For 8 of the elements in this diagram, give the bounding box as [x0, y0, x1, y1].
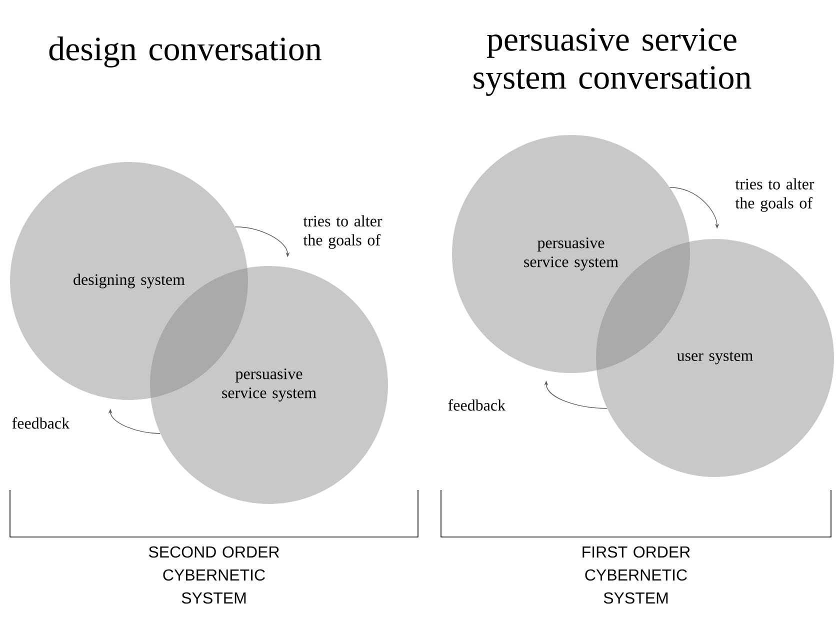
system-label: FIRST ORDER CYBERNETIC SYSTEM: [582, 546, 690, 604]
heading: design conversation: [49, 36, 322, 68]
edge-label: feedback: [448, 399, 506, 411]
system-label: SECOND ORDER CYBERNETIC SYSTEM: [148, 546, 280, 604]
edge-label: tries to alter the goals of: [303, 215, 382, 249]
edge-label: feedback: [12, 417, 70, 429]
edge-label: tries to alter the goals of: [735, 178, 814, 212]
heading: persuasive service system conversation: [474, 28, 752, 96]
